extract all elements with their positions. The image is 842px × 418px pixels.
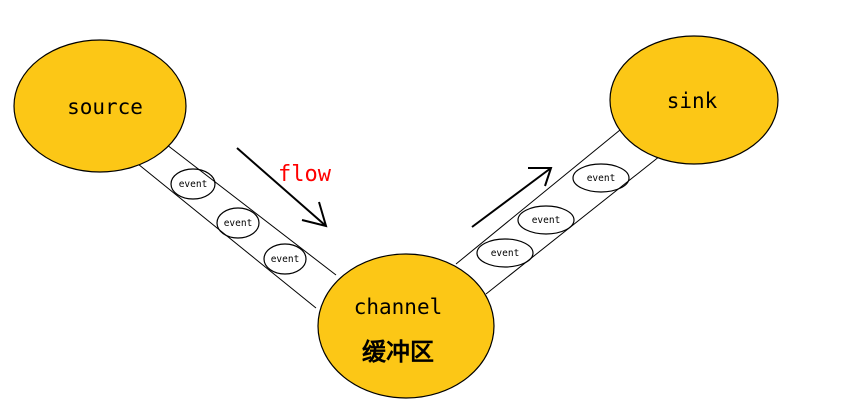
event-label: event bbox=[532, 215, 561, 226]
sink-node: sink bbox=[609, 35, 779, 165]
event-right-2: event bbox=[517, 205, 575, 235]
sink-label: sink bbox=[667, 89, 718, 113]
event-ellipse bbox=[263, 243, 307, 275]
channel-sublabel: 缓冲区 bbox=[362, 338, 434, 366]
event-right-1: event bbox=[476, 238, 534, 268]
event-label: event bbox=[179, 179, 208, 190]
arrow-head bbox=[528, 167, 553, 187]
event-left-3: event bbox=[263, 243, 307, 275]
event-left-1: event bbox=[170, 168, 216, 200]
event-ellipse bbox=[476, 238, 534, 268]
sink-ellipse bbox=[609, 35, 779, 165]
source-ellipse bbox=[13, 39, 187, 173]
flow-arrow-up bbox=[471, 167, 553, 228]
event-ellipse bbox=[517, 205, 575, 235]
event-left-2: event bbox=[216, 207, 260, 239]
arrow-shaft bbox=[236, 147, 327, 227]
pipe-channel-to-sink bbox=[455, 129, 661, 295]
pipe-edge-top bbox=[455, 129, 621, 265]
channel-label: channel bbox=[354, 295, 443, 319]
event-label: event bbox=[224, 218, 253, 229]
event-label: event bbox=[491, 248, 520, 259]
event-ellipse bbox=[572, 163, 630, 193]
event-right-3: event bbox=[572, 163, 630, 193]
arrow-shaft bbox=[471, 167, 552, 228]
channel-ellipse bbox=[317, 253, 495, 399]
event-label: event bbox=[271, 254, 300, 265]
pipe-edge-bottom bbox=[485, 155, 661, 295]
event-label: event bbox=[587, 173, 616, 184]
arrow-head bbox=[301, 201, 328, 228]
source-node: source bbox=[13, 39, 187, 173]
flow-arrow-down bbox=[236, 147, 328, 228]
flow-label: flow bbox=[278, 162, 332, 187]
event-ellipse bbox=[216, 207, 260, 239]
channel-node: channel 缓冲区 bbox=[317, 253, 495, 399]
source-label: source bbox=[67, 95, 143, 119]
pipe-edge-top bbox=[157, 137, 337, 276]
event-ellipse bbox=[170, 168, 216, 200]
